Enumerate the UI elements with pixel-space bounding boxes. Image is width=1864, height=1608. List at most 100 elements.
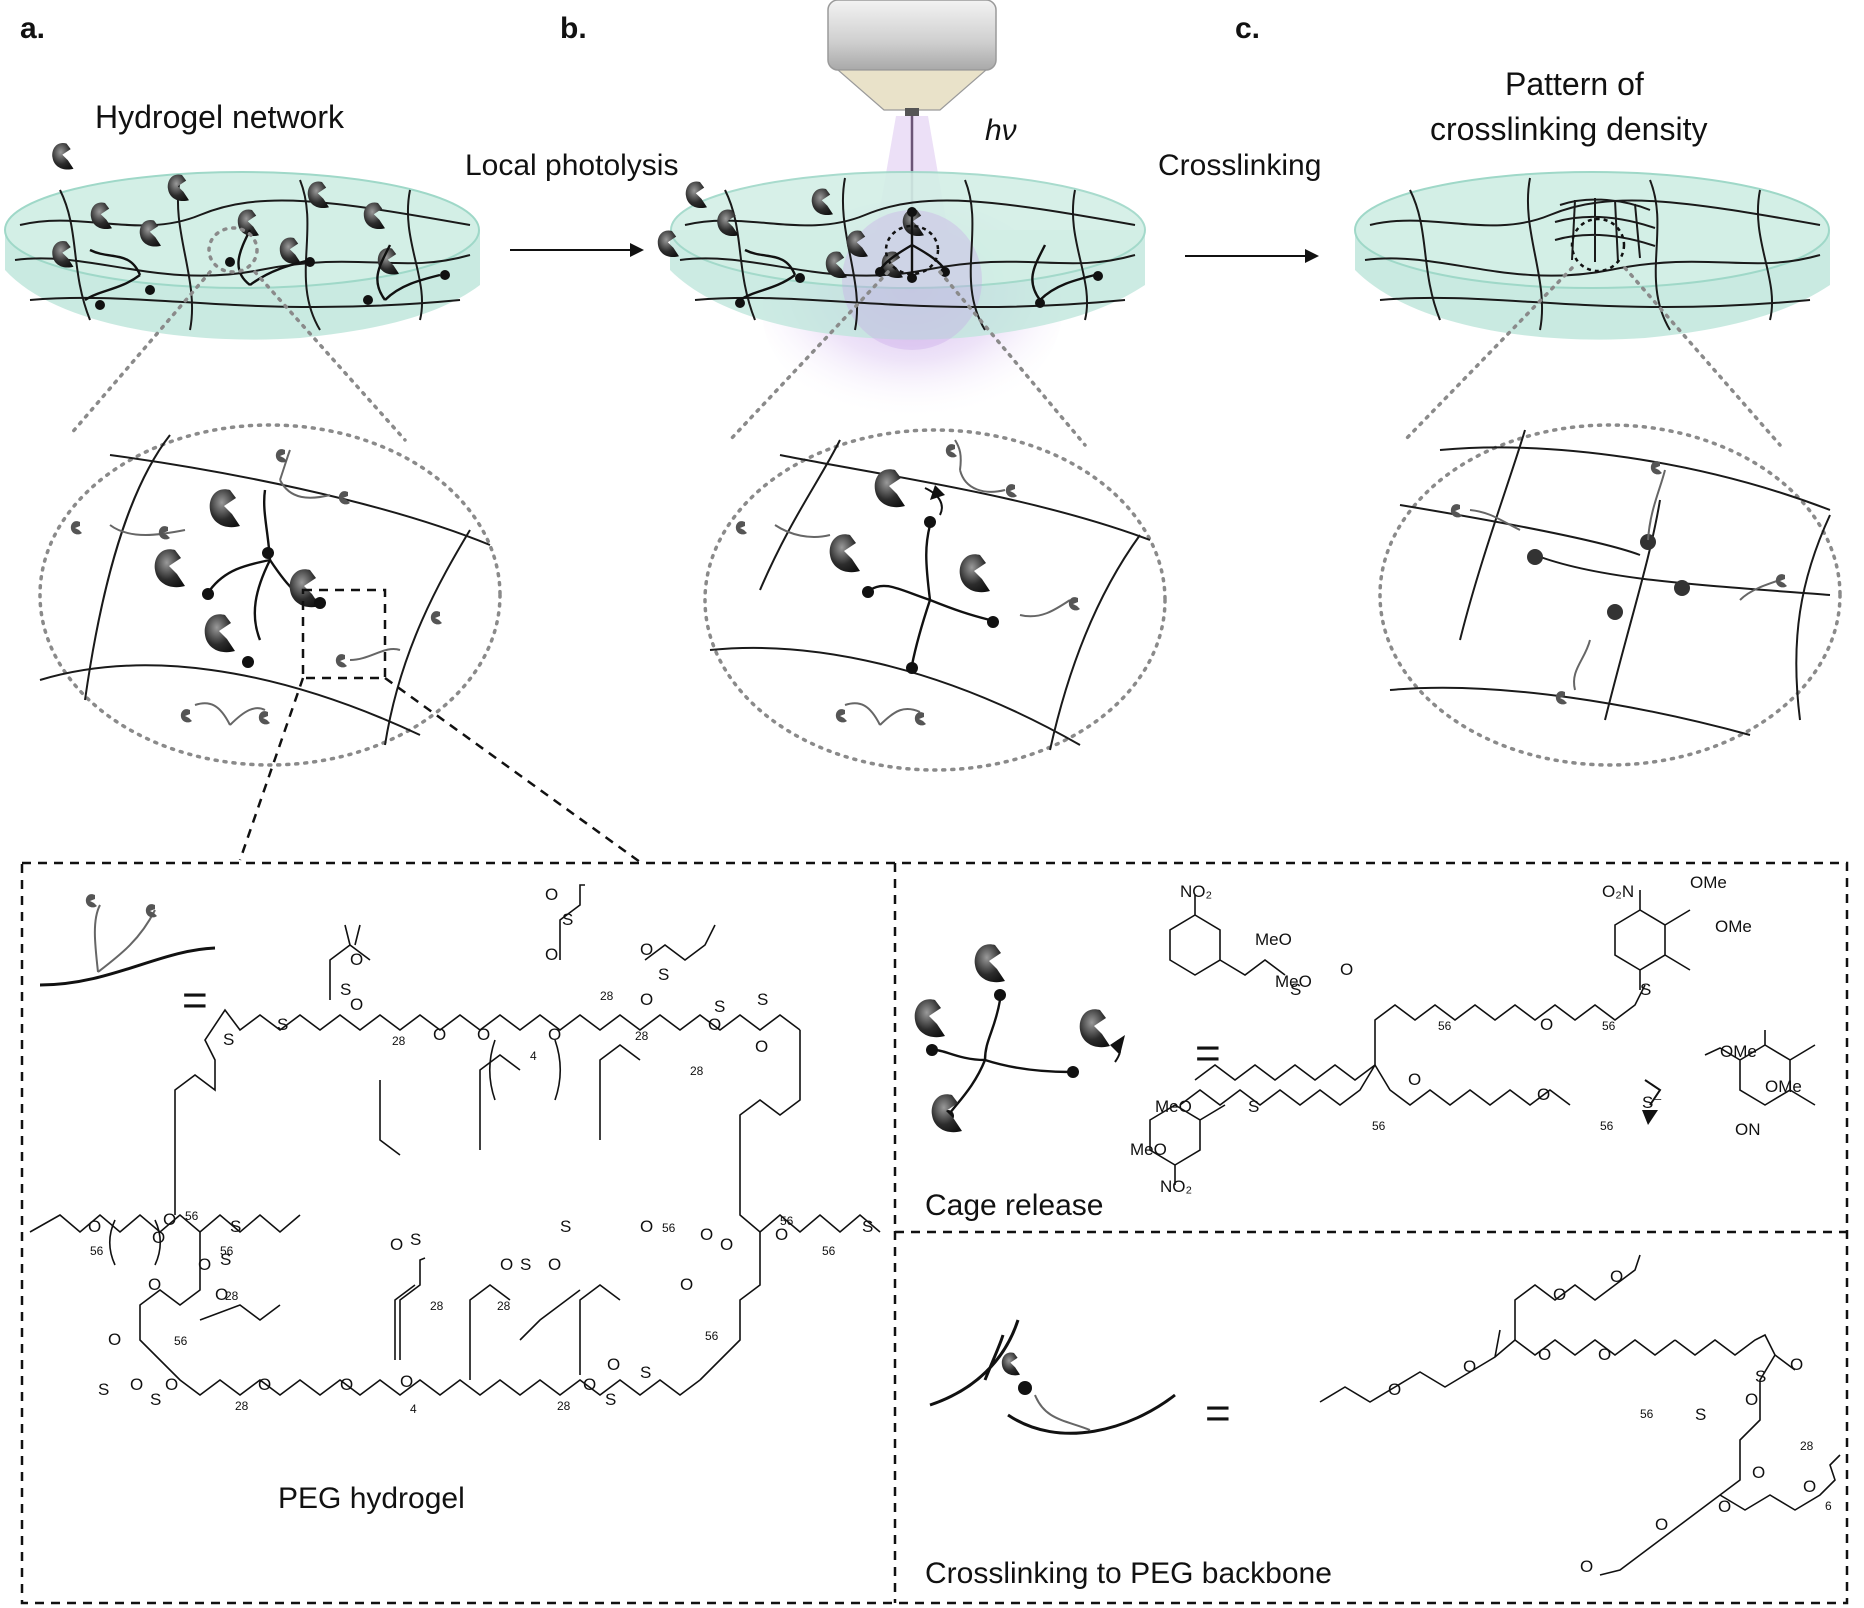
svg-text:O: O — [340, 1375, 353, 1394]
svg-text:O: O — [1553, 1285, 1566, 1304]
cage-structure — [1149, 890, 1816, 1185]
svg-text:O: O — [400, 1372, 413, 1391]
svg-text:O: O — [1540, 1015, 1553, 1034]
svg-text:O: O — [640, 1217, 653, 1236]
svg-text:O: O — [433, 1025, 446, 1044]
svg-text:28: 28 — [430, 1299, 444, 1313]
svg-text:O: O — [1803, 1477, 1816, 1496]
svg-text:O: O — [700, 1225, 713, 1244]
svg-text:O: O — [108, 1330, 121, 1349]
svg-text:O: O — [1718, 1497, 1731, 1516]
svg-text:MeO: MeO — [1275, 972, 1312, 991]
svg-text:OMe: OMe — [1690, 873, 1727, 892]
svg-text:O: O — [1538, 1345, 1551, 1364]
svg-text:O: O — [165, 1375, 178, 1394]
svg-text:S: S — [98, 1380, 109, 1399]
zoom-circle-c — [1378, 423, 1842, 767]
hydrogel-disc-b — [657, 171, 1146, 350]
svg-text:S: S — [220, 1250, 231, 1269]
svg-text:6: 6 — [1825, 1499, 1832, 1513]
svg-text:O: O — [1388, 1380, 1401, 1399]
svg-text:O: O — [130, 1375, 143, 1394]
zoom-circle-b — [703, 428, 1167, 772]
svg-text:56: 56 — [1438, 1019, 1452, 1033]
svg-text:S: S — [520, 1255, 531, 1274]
panel-b-letter: b. — [560, 12, 587, 45]
svg-text:56: 56 — [1372, 1119, 1386, 1133]
svg-text:56: 56 — [90, 1244, 104, 1258]
svg-text:O: O — [148, 1275, 161, 1294]
svg-text:O: O — [545, 945, 558, 964]
svg-text:28: 28 — [1800, 1439, 1814, 1453]
crosslink-legend-icon — [929, 1319, 1176, 1435]
svg-text:56: 56 — [220, 1244, 234, 1258]
svg-text:MeO: MeO — [1130, 1140, 1167, 1159]
svg-text:56: 56 — [822, 1244, 836, 1258]
svg-text:28: 28 — [225, 1289, 239, 1303]
svg-text:O: O — [1340, 960, 1353, 979]
svg-text:O: O — [1408, 1070, 1421, 1089]
svg-text:O: O — [1580, 1557, 1593, 1576]
svg-text:OMe: OMe — [1765, 1077, 1802, 1096]
hydrogel-network-title: Hydrogel network — [95, 99, 345, 135]
svg-text:O: O — [1790, 1355, 1803, 1374]
svg-text:O: O — [1655, 1515, 1668, 1534]
svg-text:S: S — [640, 1363, 651, 1382]
step-arrow-a-b — [510, 243, 644, 257]
svg-text:S⁻: S⁻ — [1642, 1093, 1662, 1112]
svg-text:O: O — [1537, 1085, 1550, 1104]
svg-text:S: S — [410, 1230, 421, 1249]
svg-text:S: S — [1755, 1367, 1766, 1386]
svg-text:28: 28 — [497, 1299, 511, 1313]
central-star-b — [869, 524, 991, 666]
svg-text:O: O — [680, 1275, 693, 1294]
svg-text:4: 4 — [410, 1402, 417, 1416]
svg-text:O: O — [350, 995, 363, 1014]
svg-text:O: O — [258, 1375, 271, 1394]
svg-text:S: S — [1640, 980, 1651, 999]
pattern-title-line1: Pattern of — [1505, 66, 1644, 102]
svg-text:S: S — [150, 1390, 161, 1409]
peg-structure-labels: S S O O S O 28 O 4 O S O O 28 28 S O O 2… — [88, 885, 873, 1416]
svg-text:O: O — [1598, 1345, 1611, 1364]
svg-text:O: O — [390, 1235, 403, 1254]
svg-text:ON: ON — [1735, 1120, 1761, 1139]
svg-text:S: S — [230, 1217, 241, 1236]
crosslink-equals-sign: = — [1205, 1389, 1231, 1438]
cage-release-icon — [914, 944, 1125, 1133]
svg-text:O: O — [545, 885, 558, 904]
svg-text:28: 28 — [392, 1034, 406, 1048]
svg-text:O: O — [720, 1235, 733, 1254]
svg-text:28: 28 — [635, 1029, 649, 1043]
svg-text:28: 28 — [235, 1399, 249, 1413]
svg-text:56: 56 — [185, 1209, 199, 1223]
svg-text:56: 56 — [705, 1329, 719, 1343]
svg-text:S: S — [277, 1015, 288, 1034]
svg-text:S: S — [223, 1030, 234, 1049]
hv-label: hν — [985, 114, 1017, 147]
pattern-title-line2: crosslinking density — [1430, 111, 1707, 147]
cage-structure-labels: NO₂ MeO MeO S O 56 O 56 S O₂N OMe OMe O … — [1130, 873, 1802, 1196]
svg-text:O: O — [500, 1255, 513, 1274]
svg-text:S: S — [1695, 1405, 1706, 1424]
svg-text:O: O — [1745, 1390, 1758, 1409]
zoom-circle-a — [38, 423, 502, 767]
svg-text:S: S — [340, 980, 351, 999]
hydrogel-disc-c — [1354, 171, 1830, 340]
panel-a-letter: a. — [20, 12, 45, 45]
svg-text:OMe: OMe — [1720, 1042, 1757, 1061]
svg-text:O: O — [152, 1228, 165, 1247]
svg-text:O: O — [548, 1025, 561, 1044]
svg-text:S: S — [562, 910, 573, 929]
svg-text:S: S — [560, 1217, 571, 1236]
svg-text:O: O — [755, 1037, 768, 1056]
svg-text:O: O — [640, 940, 653, 959]
svg-text:O: O — [1610, 1267, 1623, 1286]
svg-text:4: 4 — [530, 1049, 537, 1063]
svg-text:OMe: OMe — [1715, 917, 1752, 936]
svg-text:MeO: MeO — [1255, 930, 1292, 949]
svg-text:O: O — [1752, 1463, 1765, 1482]
svg-text:S: S — [757, 990, 768, 1009]
svg-text:56: 56 — [1602, 1019, 1616, 1033]
svg-text:O: O — [583, 1375, 596, 1394]
